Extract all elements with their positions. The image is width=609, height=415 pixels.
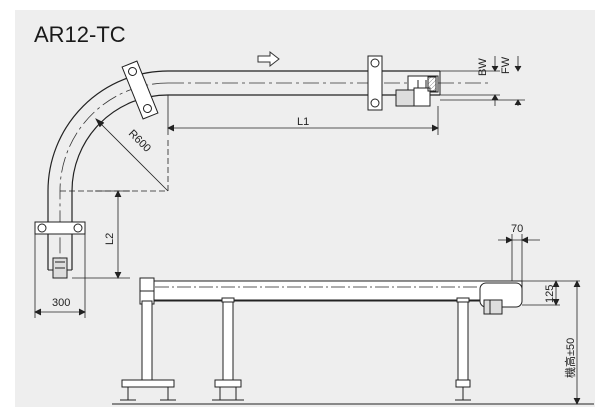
l2-dimension (72, 190, 130, 279)
radius-dimension (60, 118, 169, 192)
belt-inner-edge (71, 94, 440, 270)
l1-label: L1 (297, 116, 309, 128)
top-right-stand (367, 55, 383, 111)
dim-125-label: 125 (544, 285, 556, 303)
side-legs (120, 297, 471, 401)
drawing-title: AR12-TC (34, 22, 126, 47)
width-300-label: 300 (52, 297, 70, 309)
curve-stand (121, 60, 159, 120)
l2-label: L2 (104, 233, 116, 245)
l1-dimension (167, 95, 439, 135)
top-left-stand (34, 221, 86, 279)
height-dimension (573, 280, 581, 405)
direction-arrow-icon (257, 50, 280, 68)
width-300-dimension (34, 234, 86, 318)
height-label: 機高±50 (563, 338, 577, 378)
dim-70-label: 70 (511, 223, 523, 235)
bw-label: BW (477, 58, 489, 76)
fw-label: FW (500, 56, 512, 74)
side-view (139, 277, 523, 315)
dim-70 (498, 234, 540, 281)
center-line (59, 82, 488, 270)
bw-fw-dimensions (440, 56, 525, 106)
dim-125 (522, 280, 580, 306)
top-drive-unit (395, 75, 439, 107)
drawing-panel (15, 10, 595, 407)
radius-label: R600 (126, 128, 153, 155)
